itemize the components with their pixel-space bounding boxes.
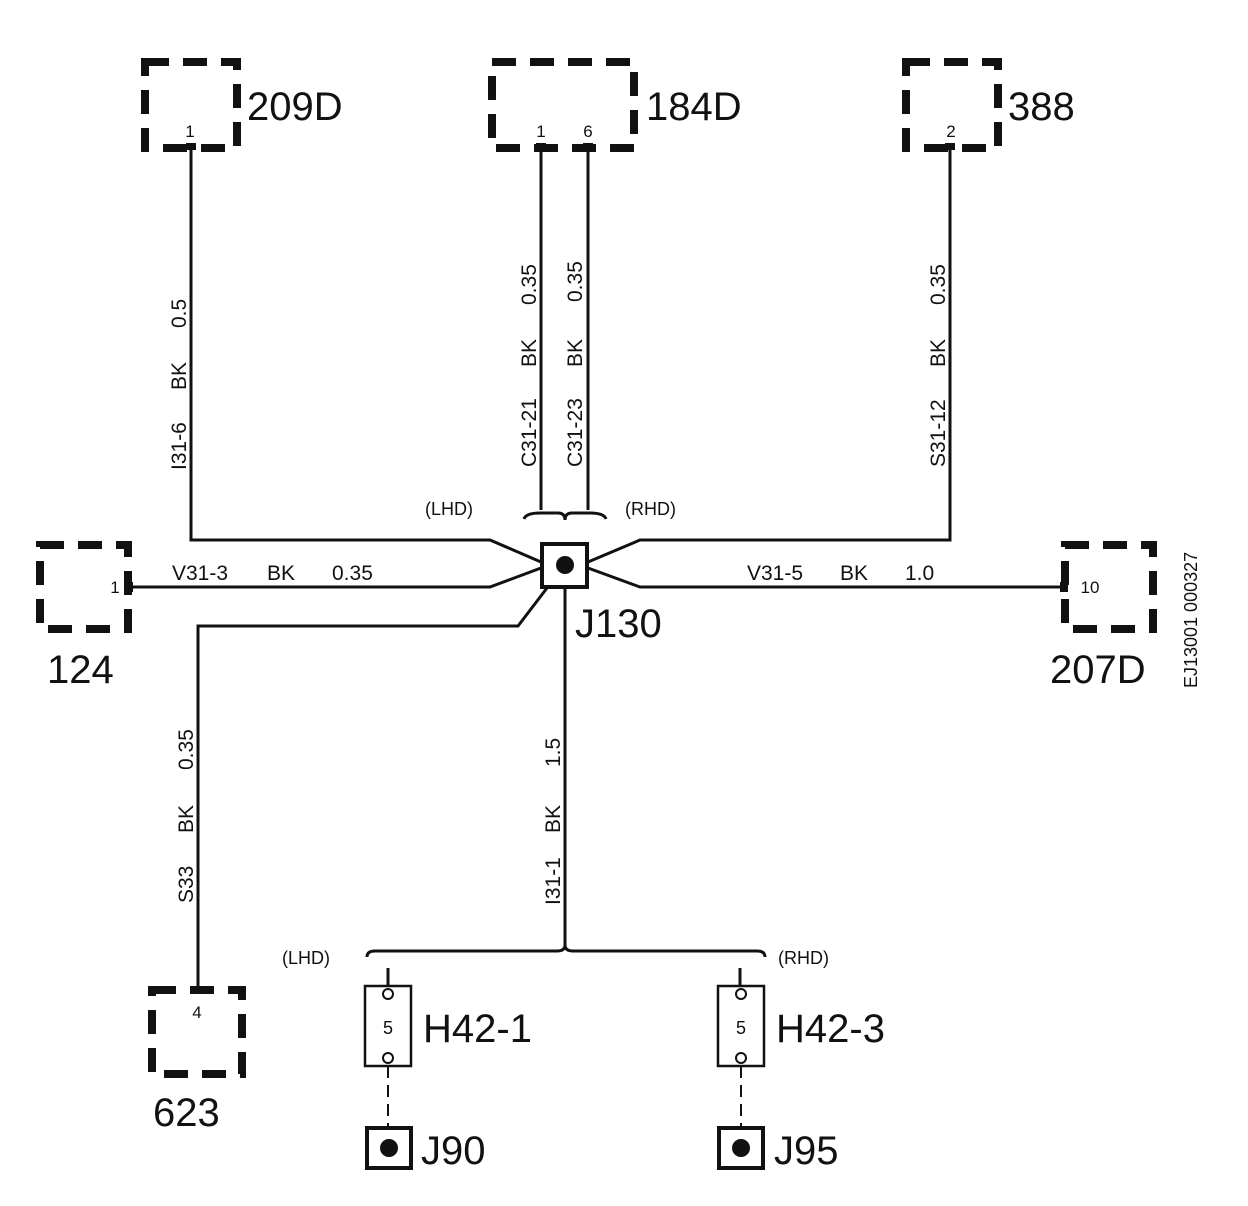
wire-623-color: BK [175, 805, 198, 833]
wire-label-184d-pin-6: C31-23 BK 0.35 [564, 261, 587, 467]
wire-209d-circuit: I31-6 [168, 422, 191, 470]
connector-207d-pin: 10 [1081, 578, 1100, 597]
connector-209d-label: 209D [247, 85, 343, 129]
wire-label-623: S33 BK 0.35 [175, 729, 198, 903]
wire-209d-size: 0.5 [168, 299, 191, 328]
connector-388-label: 388 [1008, 85, 1075, 129]
fuse-holder-h42-1: 5 H42-1 [363, 968, 532, 1130]
wire-388-circuit: S31-12 [927, 399, 950, 467]
variant-lhd-label-top: (LHD) [425, 499, 473, 519]
ground-j90-label: J90 [421, 1129, 486, 1173]
wire-623-circuit: S33 [175, 866, 198, 903]
fuse-holder-h42-1-pin: 5 [383, 1018, 393, 1038]
connector-207d-label: 207D [1050, 648, 1146, 692]
variant-branch-bottom: (LHD) (RHD) [282, 944, 829, 968]
variant-rhd-label-bottom: (RHD) [778, 948, 829, 968]
wire-124-size: 0.35 [332, 562, 373, 585]
variant-brace-top: (LHD) (RHD) [425, 499, 676, 521]
wire-184d-6-color: BK [564, 339, 587, 367]
connector-623-pin: 4 [192, 1003, 201, 1022]
wire-388-size: 0.35 [927, 264, 950, 305]
wire-label-388: S31-12 BK 0.35 [927, 264, 950, 467]
splice-label: J130 [575, 602, 662, 646]
variant-lhd-label-bottom: (LHD) [282, 948, 330, 968]
wire-209d-color: BK [168, 362, 191, 390]
fuse-holder-h42-3-pin: 5 [736, 1018, 746, 1038]
connector-388: 2 388 [902, 58, 1075, 152]
wire-184d-1-circuit: C31-21 [518, 398, 541, 467]
ground-j95: J95 [717, 1126, 839, 1173]
connector-184d: 1 6 184D [488, 58, 742, 152]
connector-209d-pin: 1 [185, 122, 194, 141]
connector-207d: 10 207D [1050, 541, 1157, 692]
wire-184d-1-color: BK [518, 339, 541, 367]
wire-184d-6-size: 0.35 [564, 261, 587, 302]
variant-rhd-label-top: (RHD) [625, 499, 676, 519]
connector-388-pin: 2 [946, 122, 955, 141]
connector-124: 1 124 [36, 541, 132, 692]
connector-184d-label: 184D [646, 85, 742, 129]
wire-label-209d: I31-6 BK 0.5 [168, 299, 191, 470]
wire-623-size: 0.35 [175, 729, 198, 770]
wire-388-color: BK [927, 339, 950, 367]
ground-j90: J90 [365, 1126, 486, 1173]
connector-209d: 1 209D [141, 58, 343, 152]
wire-209d [189, 148, 542, 564]
wire-label-207d: V31-5 BK 1.0 [747, 562, 934, 585]
wire-main-circuit: I31-1 [542, 857, 565, 905]
wire-207d [587, 566, 1065, 589]
wire-184d-1-size: 0.35 [518, 264, 541, 305]
connector-623-label: 623 [153, 1091, 220, 1135]
splice-j130: J130 [540, 542, 662, 646]
wire-124-circuit: V31-3 [172, 562, 228, 585]
wire-label-main: I31-1 BK 1.5 [542, 738, 565, 905]
wire-623 [196, 587, 549, 990]
figure-id: EJ13001 000327 [1181, 552, 1201, 688]
connector-124-pin: 1 [110, 578, 119, 597]
wire-207d-circuit: V31-5 [747, 562, 803, 585]
wire-label-184d-pin-1: C31-21 BK 0.35 [518, 264, 541, 467]
fuse-holder-h42-1-label: H42-1 [423, 1007, 532, 1051]
fuse-holder-h42-3: 5 H42-3 [716, 968, 885, 1130]
fuse-holder-h42-3-label: H42-3 [776, 1007, 885, 1051]
wire-207d-size: 1.0 [905, 562, 934, 585]
wire-label-124: V31-3 BK 0.35 [172, 562, 373, 585]
wire-207d-color: BK [840, 562, 868, 585]
wire-124 [128, 566, 542, 589]
connector-623: 4 623 [148, 986, 246, 1135]
wire-main-color: BK [542, 805, 565, 833]
wire-124-color: BK [267, 562, 295, 585]
wire-184d-6-circuit: C31-23 [564, 398, 587, 467]
wire-388 [587, 148, 952, 564]
ground-j95-label: J95 [774, 1129, 839, 1173]
connector-184d-pin-6: 6 [583, 122, 592, 141]
connector-184d-pin-1: 1 [536, 122, 545, 141]
wire-main-size: 1.5 [542, 738, 565, 767]
connector-124-label: 124 [47, 648, 114, 692]
